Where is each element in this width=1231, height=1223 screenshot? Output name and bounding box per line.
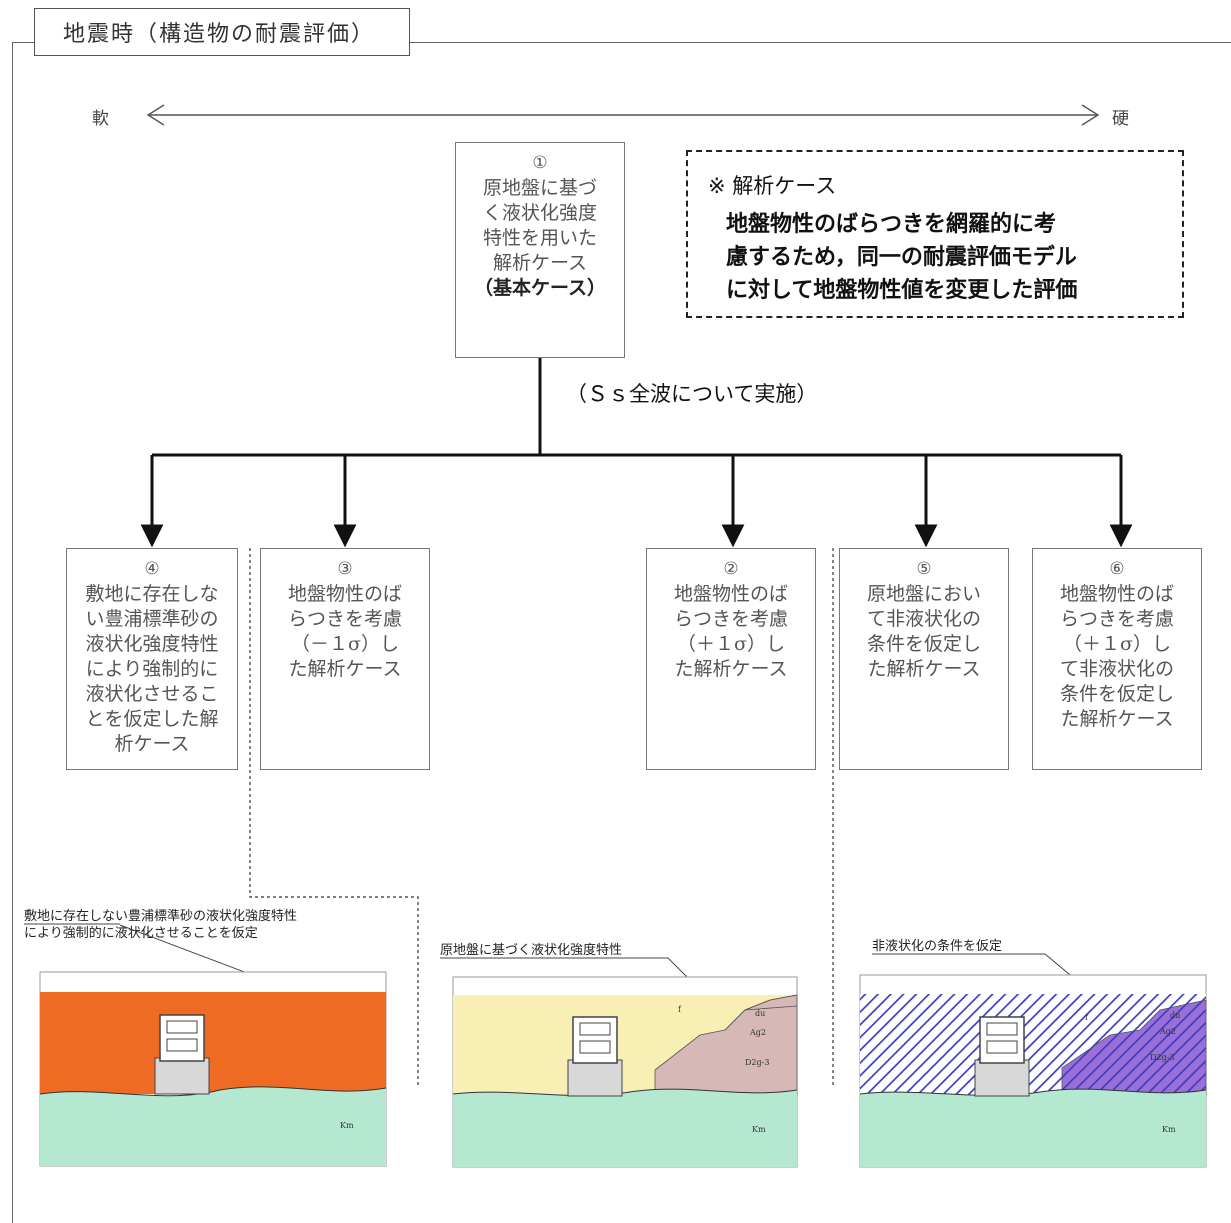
case-5-text: 原地盤におい て非液状化の 条件を仮定し た解析ケース	[866, 583, 981, 680]
scale-hard-label: 硬	[1112, 109, 1129, 129]
case-4-text: 敷地に存在しな い豊浦標準砂の 液状化強度特性 により強制的に 液状化させるこ …	[85, 583, 219, 755]
section-2-layer-f: f	[678, 1005, 682, 1014]
note-title: ※ 解析ケース	[708, 174, 837, 198]
section-1-cross-section: Km	[24, 923, 387, 1167]
section-2-cross-section: f du Ag2 D2g-3 Km	[440, 957, 798, 1168]
section-3-layer-d2g3: D2g-3	[1150, 1053, 1174, 1062]
section-3-layer-ag2: Ag2	[1159, 1027, 1176, 1036]
section-2-layer-du: du	[755, 1009, 765, 1018]
case-1-number: ①	[532, 153, 548, 173]
figure-title-text: 地震時（構造物の耐震評価）	[63, 22, 376, 47]
section-3-layer-km: Km	[1162, 1125, 1176, 1134]
case-4: ④ 敷地に存在しな い豊浦標準砂の 液状化強度特性 により強制的に 液状化させる…	[66, 548, 238, 770]
case-6: ⑥ 地盤物性のば らつきを考慮 （＋１σ）し て非液状化の 条件を仮定し た解析…	[1032, 548, 1202, 770]
figure-title: 地震時（構造物の耐震評価）	[34, 8, 410, 56]
scale-soft-label: 軟	[92, 109, 109, 129]
section-1-layer-km: Km	[340, 1121, 354, 1130]
case-2-text: 地盤物性のば らつきを考慮 （＋１σ）し た解析ケース	[673, 583, 788, 680]
case-2: ② 地盤物性のば らつきを考慮 （＋１σ）し た解析ケース	[646, 548, 816, 770]
case-3-number: ③	[337, 559, 353, 579]
section-3-layer-f: f	[1085, 1013, 1089, 1022]
section-2-layer-d2g3: D2g-3	[745, 1058, 769, 1067]
section-3-layer-du: du	[1170, 1011, 1180, 1020]
case-6-number: ⑥	[1109, 559, 1125, 579]
case-1-text: 原地盤に基づ く液状化強度 特性を用いた 解析ケース	[482, 177, 597, 274]
case-6-text: 地盤物性のば らつきを考慮 （＋１σ）し て非液状化の 条件を仮定し た解析ケー…	[1059, 583, 1174, 730]
case-3-text: 地盤物性のば らつきを考慮 （－１σ）し た解析ケース	[287, 583, 402, 680]
figure-frame	[12, 42, 1231, 1223]
all-waves-caption: （Ｓｓ全波について実施）	[566, 382, 818, 406]
section-1-label: 敷地に存在しない豊浦標準砂の液状化強度特性 により強制的に液状化させることを仮定	[24, 909, 298, 941]
case-2-number: ②	[723, 559, 739, 579]
case-5-number: ⑤	[916, 559, 932, 579]
case-5: ⑤ 原地盤におい て非液状化の 条件を仮定し た解析ケース	[839, 548, 1009, 770]
case-4-number: ④	[144, 559, 160, 579]
section-3-label: 非液状化の条件を仮定	[872, 939, 1003, 954]
scale-arrow	[146, 104, 1100, 126]
analysis-case-note: ※ 解析ケース 地盤物性のばらつきを網羅的に考 慮するため，同一の耐震評価モデル…	[686, 150, 1184, 318]
case-1-emphasis: （基本ケース）	[473, 277, 607, 299]
note-text: 地盤物性のばらつきを網羅的に考 慮するため，同一の耐震評価モデル に対して地盤物…	[726, 212, 1078, 303]
section-2-layer-ag2: Ag2	[749, 1028, 766, 1037]
case-3: ③ 地盤物性のば らつきを考慮 （－１σ）し た解析ケース	[260, 548, 430, 770]
section-2-layer-km: Km	[752, 1125, 766, 1134]
section-2-label: 原地盤に基づく液状化強度特性	[440, 943, 623, 958]
case-1-basic: ① 原地盤に基づ く液状化強度 特性を用いた 解析ケース （基本ケース）	[455, 142, 625, 358]
section-3-cross-section: f du Ag2 D2g-3 Km	[859, 953, 1207, 1168]
